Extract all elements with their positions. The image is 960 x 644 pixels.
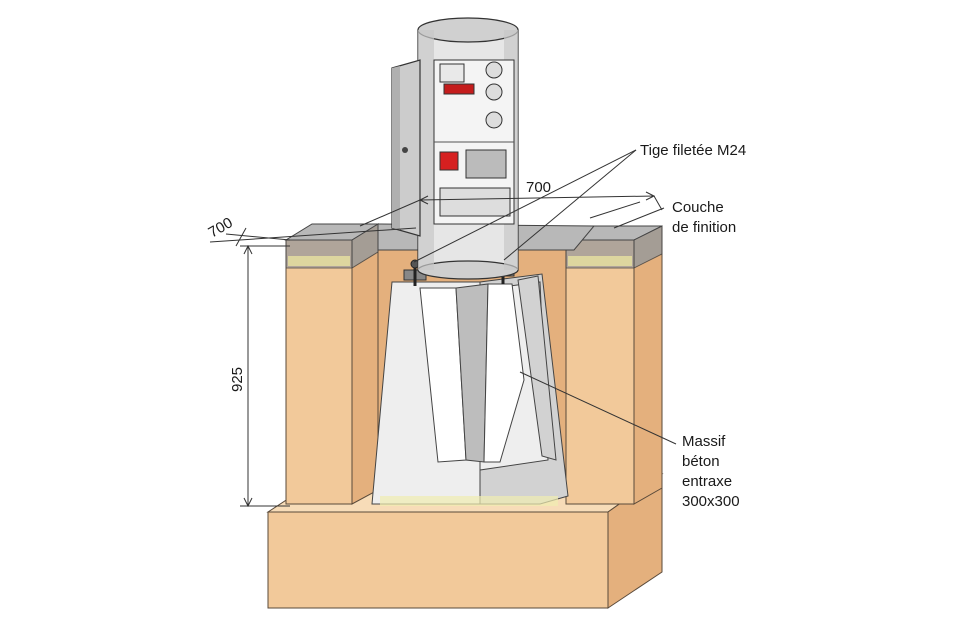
label-finish-layer-2: de finition [672,219,736,236]
dimension-width-front: 700 [206,214,236,241]
label-finish-layer-1: Couche [672,199,724,216]
label-massif-3: entraxe [682,473,732,490]
label-threaded-rod: Tige filetée M24 [640,142,746,159]
electrical-terminal-bollard [391,17,519,280]
concrete-massif [371,273,569,506]
dimension-width-depth: 700 [526,179,551,196]
dimension-lines [209,191,663,508]
leader-lines [413,149,677,445]
label-massif-4: 300x300 [682,493,740,510]
label-massif-2: béton [682,453,720,470]
dimension-height: 925 [229,367,246,392]
label-massif-1: Massif [682,433,726,450]
